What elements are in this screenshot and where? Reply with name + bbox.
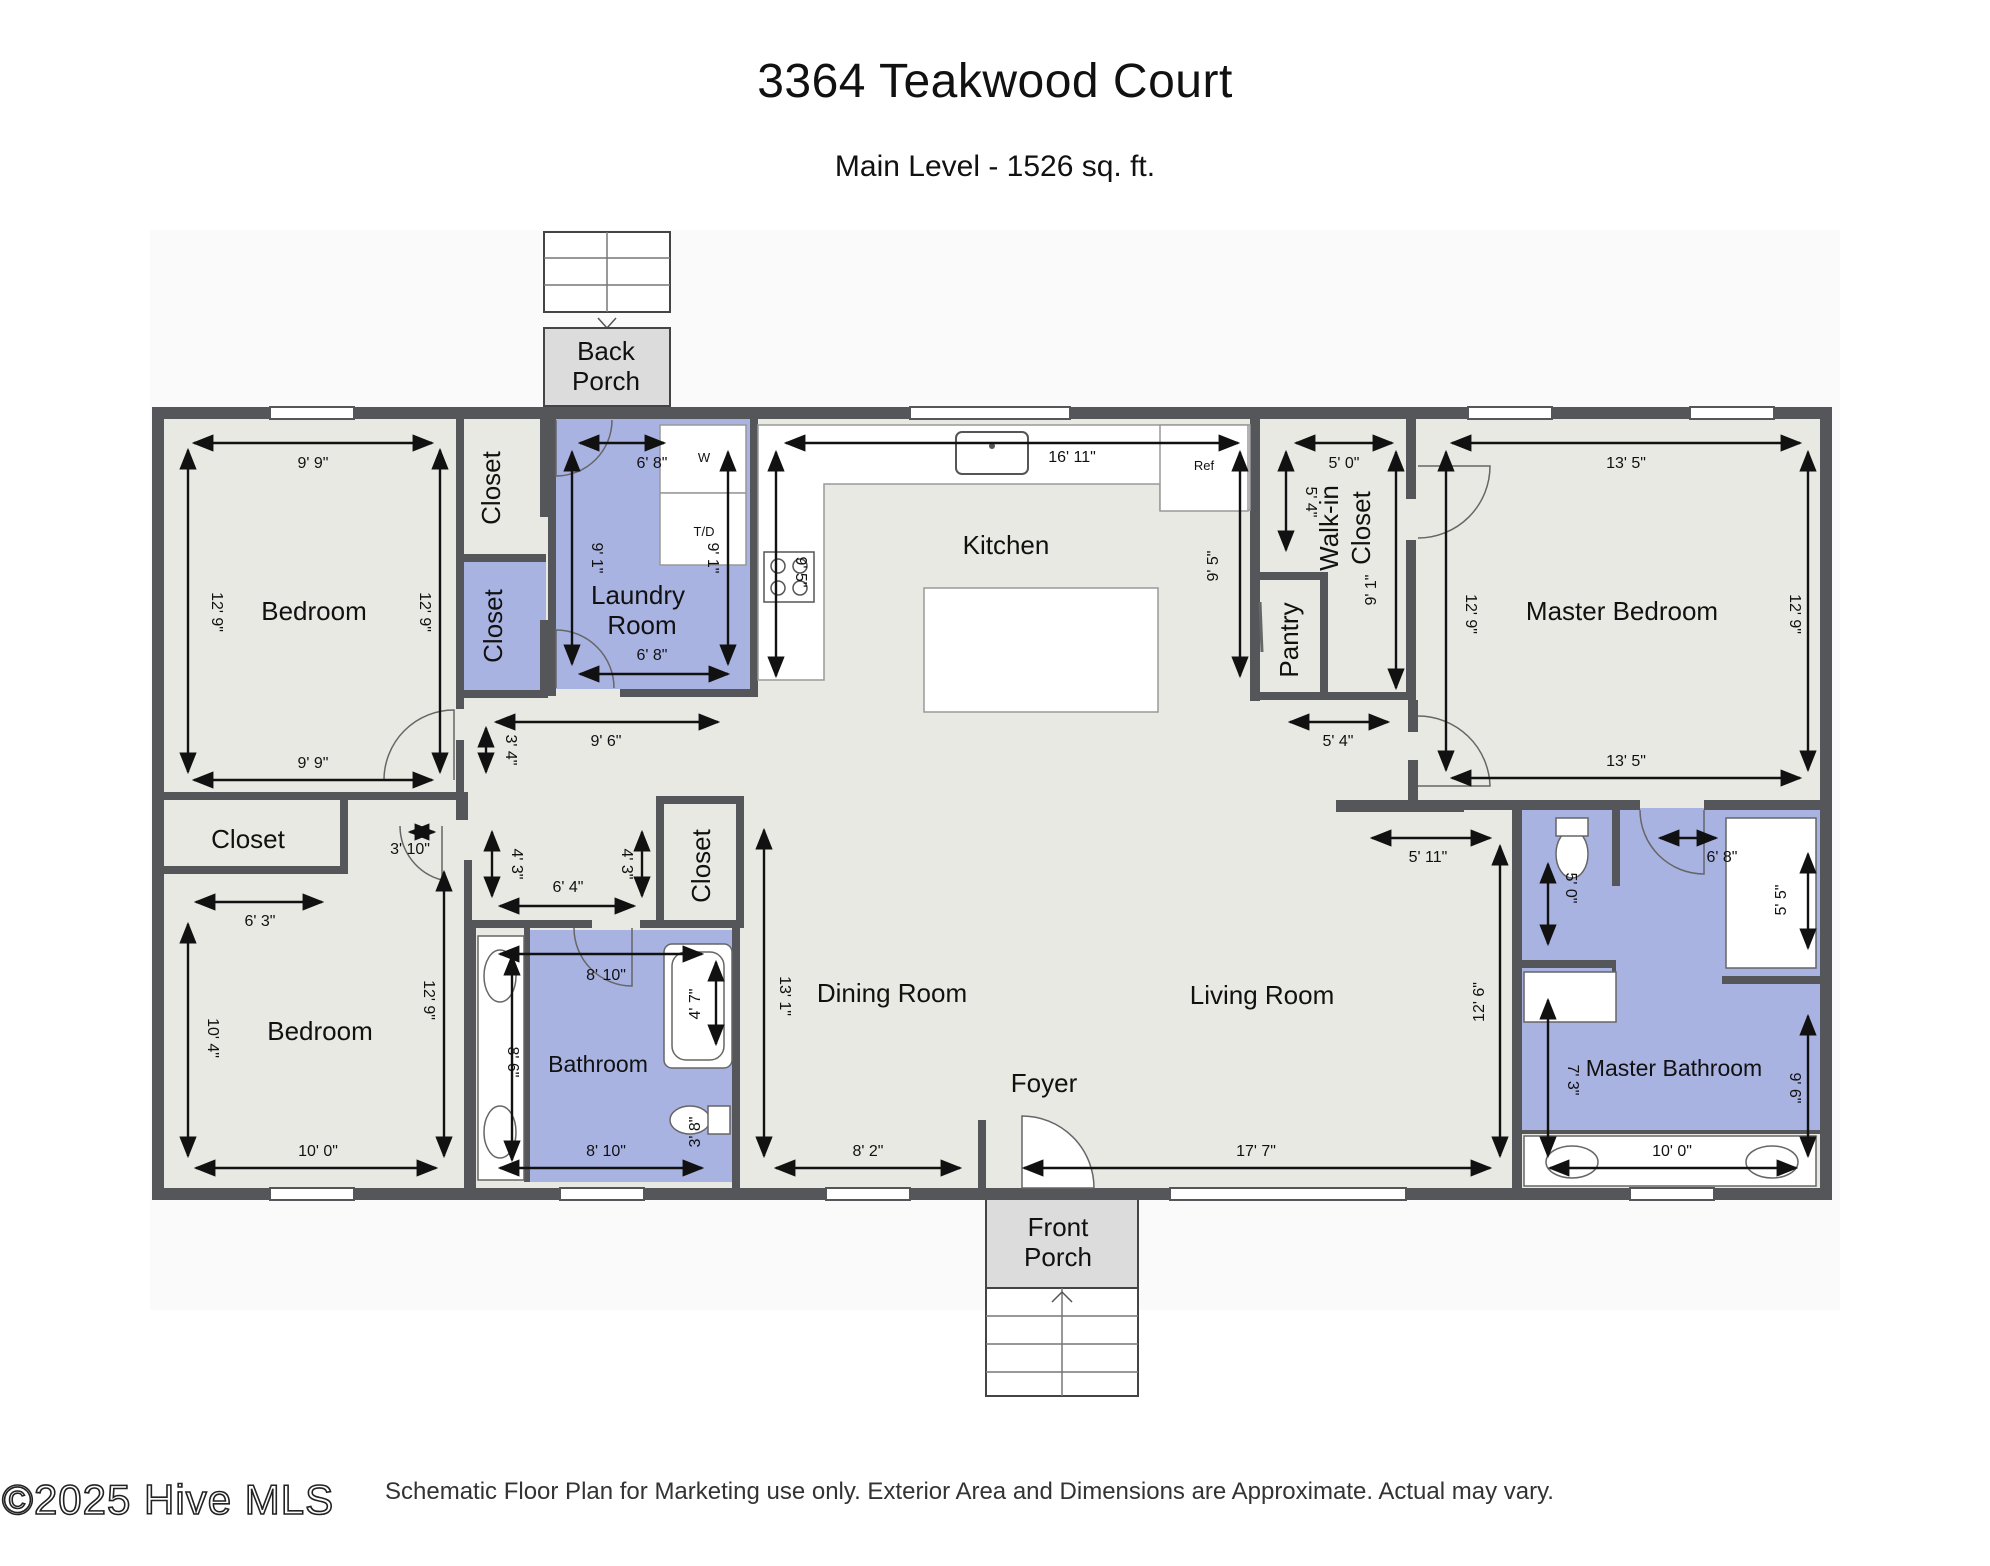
dim-living-bottom: 17' 7" [1236, 1143, 1276, 1160]
label-closet-1: Closet [476, 450, 506, 524]
dim-laundry-bottom: 6' 8" [637, 647, 668, 664]
dim-bed1-right: 12' 9" [416, 592, 433, 632]
dim-mbath-left: 7' 3" [1564, 1065, 1581, 1096]
master-toilet-icon [1555, 829, 1589, 879]
kitchen-island [923, 587, 1159, 713]
label-bedroom-2: Bedroom [267, 1016, 373, 1046]
label-closet-3: Closet [211, 824, 285, 854]
label-closet-2: Closet [478, 588, 508, 662]
dim-master-bottom: 13' 5" [1606, 753, 1646, 770]
dim-master-right: 12' 9" [1786, 594, 1803, 634]
dimension-lines [179, 434, 1817, 1177]
label-foyer: Foyer [1011, 1068, 1078, 1098]
label-master-bedroom: Master Bedroom [1526, 596, 1718, 626]
dim-bed1-bottom: 9' 9" [298, 755, 329, 772]
dim-master-top: 13' 5" [1606, 455, 1646, 472]
dim-mbath-top: 6' 8" [1707, 849, 1738, 866]
dim-bath-wc: 3' 8" [687, 1117, 704, 1148]
dim-bath-top: 8' 10" [586, 967, 626, 984]
dim-dining-left: 13' 1" [776, 976, 793, 1016]
dim-hall-1: 9' 6" [591, 733, 622, 750]
label-walkin-2: Closet [1346, 490, 1376, 564]
master-sink-icon-1 [1545, 1145, 1599, 1179]
dim-hall-3: 5' 4" [1323, 733, 1354, 750]
dim-living-right: 12' 6" [1471, 982, 1488, 1022]
dim-kitchen-top: 16' 11" [1048, 449, 1096, 466]
disclaimer-text: Schematic Floor Plan for Marketing use o… [385, 1478, 1554, 1505]
dim-living-top: 5' 11" [1409, 849, 1448, 866]
dim-kitchen-left: 9' 5" [792, 557, 809, 588]
dim-hall-2: 3' 4" [502, 735, 519, 766]
dim-bath-tub: 4' 7" [687, 989, 704, 1020]
plan-title: 3364 Teakwood Court [757, 55, 1233, 108]
fixture-labels: W T/D Ref [694, 450, 1215, 539]
shower-icon [1725, 817, 1817, 969]
label-closet-4: Closet [686, 828, 716, 902]
label-back-porch-1: Back [577, 336, 636, 366]
label-living-room: Living Room [1190, 980, 1335, 1010]
dim-bath-bottom: 8' 10" [586, 1143, 626, 1160]
closet-floor-blue [464, 562, 546, 690]
label-kitchen: Kitchen [963, 530, 1050, 560]
label-bathroom: Bathroom [548, 1051, 648, 1077]
label-washer: W [698, 450, 711, 465]
dim-walkin-left: 5' 4" [1302, 487, 1319, 518]
room-labels: Bedroom Closet Closet Laundry Room Kitch… [211, 336, 1762, 1272]
label-dining-room: Dining Room [817, 978, 967, 1008]
dim-hall-5: 4' 3" [508, 849, 525, 880]
dim-bed1-left: 12' 9" [208, 592, 225, 632]
dim-mbath-shower: 5' 5" [1773, 885, 1790, 916]
dim-master-left: 12' 9" [1462, 594, 1479, 634]
dim-bed2-bottom: 10' 0" [298, 1143, 338, 1160]
dim-bed2-left: 10' 4" [204, 1018, 221, 1058]
interior-walls [164, 419, 1820, 1188]
label-pantry: Pantry [1274, 602, 1304, 677]
dim-walkin-right: 9' 1" [1363, 575, 1380, 606]
label-laundry-2: Room [607, 610, 676, 640]
vanity [1523, 971, 1617, 1023]
dim-dining-bottom: 8' 2" [853, 1143, 884, 1160]
dim-bath-left: 8' 6" [504, 1047, 521, 1078]
back-porch [543, 231, 671, 407]
label-dryer: T/D [694, 524, 715, 539]
label-walkin-1: Walk-in [1314, 485, 1344, 571]
dim-kitchen-right: 9' 5" [1205, 551, 1222, 582]
dim-bed2-right: 12' 9" [420, 980, 437, 1020]
plan-subtitle: Main Level - 1526 sq. ft. [834, 150, 1156, 183]
sink-icon [955, 431, 1029, 475]
dim-hall-6: 6' 4" [553, 879, 584, 896]
dim-mbath-bottom: 10' 0" [1652, 1143, 1692, 1160]
label-bedroom-1: Bedroom [261, 596, 367, 626]
copyright-watermark: ©2025 Hive MLS [1, 1475, 335, 1524]
label-front-porch-2: Porch [1024, 1242, 1092, 1272]
dim-bed2-top: 6' 3" [245, 913, 276, 930]
dim-bed1-top: 9' 9" [298, 455, 329, 472]
windows [269, 406, 1775, 1201]
label-refrigerator: Ref [1194, 458, 1215, 473]
dim-mbath-wc: 5' 0" [1562, 873, 1579, 904]
dim-hall-4: 3' 10" [390, 841, 430, 858]
dim-walkin-top: 5' 0" [1329, 455, 1360, 472]
label-laundry-1: Laundry [591, 580, 685, 610]
label-master-bathroom: Master Bathroom [1586, 1055, 1762, 1081]
dimension-labels: 9' 9" 9' 9" 12' 9" 12' 9" 6' 8" 6' 8" 9'… [204, 449, 1803, 1160]
dim-laundry-right: 9' 1" [704, 543, 721, 574]
label-front-porch-1: Front [1028, 1212, 1089, 1242]
label-back-porch-2: Porch [572, 366, 640, 396]
dim-hall-7: 4' 3" [618, 849, 635, 880]
dim-laundry-top: 6' 8" [637, 455, 668, 472]
dim-laundry-left: 9' 1" [588, 543, 605, 574]
master-sink-icon-2 [1745, 1145, 1799, 1179]
dim-mbath-right: 9' 6" [1786, 1073, 1803, 1104]
front-porch [985, 1197, 1139, 1397]
